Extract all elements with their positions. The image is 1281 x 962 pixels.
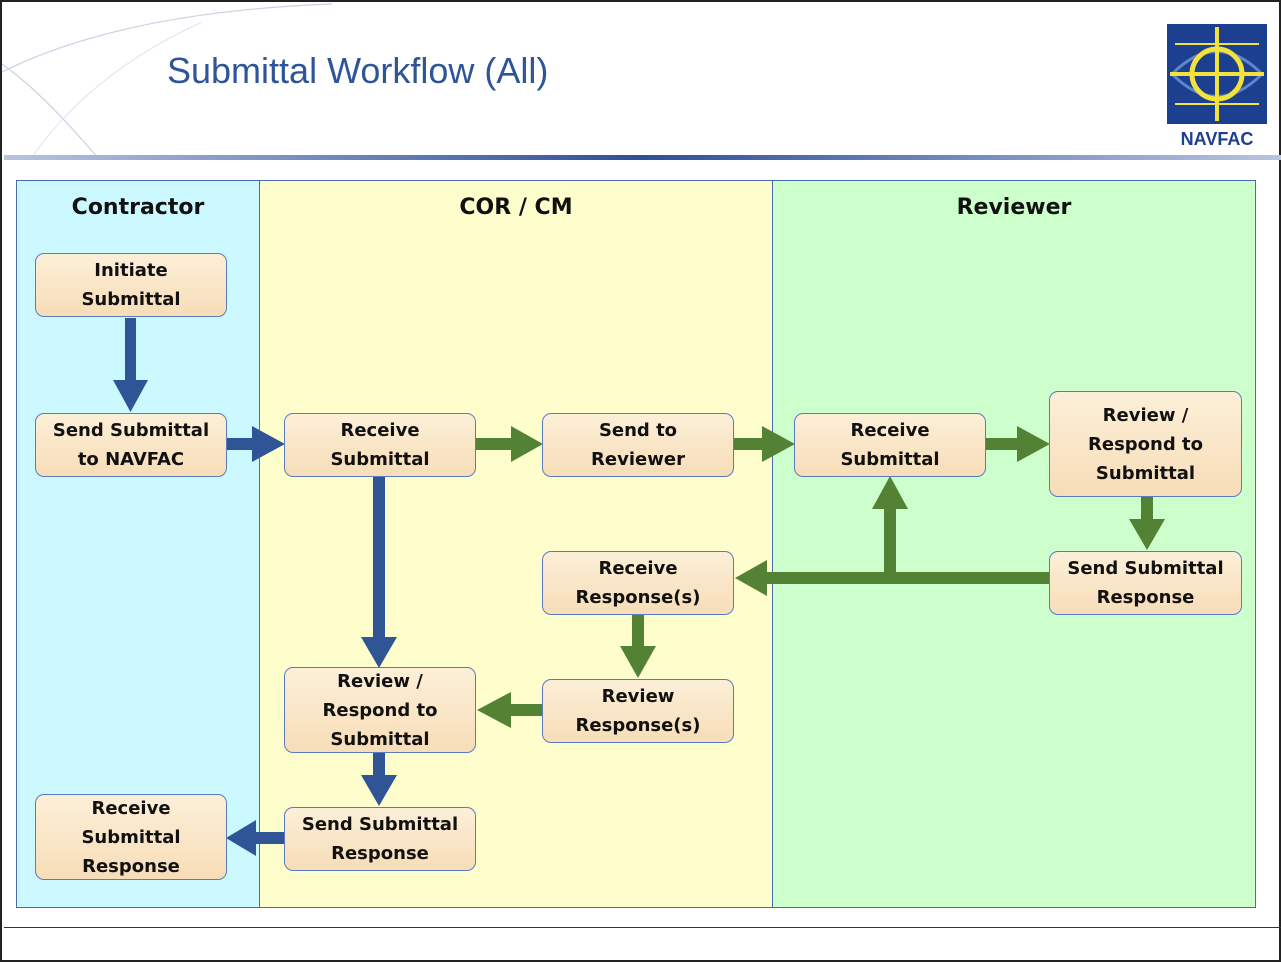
navfac-logo: NAVFAC bbox=[1167, 24, 1267, 150]
title-divider bbox=[4, 155, 1281, 160]
arrow-send-response-to-reviewer-receive bbox=[872, 476, 908, 579]
send-submittal-to-navfac-box: Send Submittal to NAVFAC bbox=[35, 413, 227, 477]
svg-text:NAVFAC: NAVFAC bbox=[1181, 129, 1254, 149]
lane-reviewer: Reviewer bbox=[772, 180, 1256, 908]
arrow-receive-responses-to-review-responses bbox=[620, 613, 656, 678]
cor-review-respond-box: Review / Respond to Submittal bbox=[284, 667, 476, 753]
reviewer-send-submittal-response-box: Send Submittal Response bbox=[1049, 551, 1242, 615]
receive-submittal-response-box: Receive Submittal Response bbox=[35, 794, 227, 880]
arrow-cor-review-to-send-response bbox=[361, 752, 397, 806]
arrow-reviewer-review-to-send-response bbox=[1129, 497, 1165, 550]
reviewer-review-respond-box: Review / Respond to Submittal bbox=[1049, 391, 1242, 497]
title-decoration bbox=[2, 3, 332, 157]
send-to-reviewer-box: Send to Reviewer bbox=[542, 413, 734, 477]
arrow-review-responses-to-cor-review bbox=[477, 692, 543, 728]
lane-title-cor-cm: COR / CM bbox=[459, 195, 573, 220]
lane-cor-cm: COR / CM bbox=[259, 180, 773, 908]
cor-receive-submittal-box: Receive Submittal bbox=[284, 413, 476, 477]
review-responses-box: Review Response(s) bbox=[542, 679, 734, 743]
arrow-cor-receive-to-review bbox=[361, 475, 397, 668]
lane-title-reviewer: Reviewer bbox=[956, 195, 1072, 220]
cor-send-submittal-response-box: Send Submittal Response bbox=[284, 807, 476, 871]
arrow-reviewer-receive-to-review bbox=[986, 426, 1050, 462]
arrow-send-response-to-contractor bbox=[226, 820, 285, 856]
arrow-send-to-cor-receive bbox=[226, 426, 285, 462]
lane-title-contractor: Contractor bbox=[71, 195, 205, 220]
initiate-submittal-box: Initiate Submittal bbox=[35, 253, 227, 317]
arrow-cor-receive-to-send-reviewer bbox=[476, 426, 543, 462]
arrow-send-response-to-receive-responses bbox=[735, 560, 1051, 596]
arrow-initiate-to-send bbox=[113, 318, 148, 412]
reviewer-receive-submittal-box: Receive Submittal bbox=[794, 413, 986, 477]
footer-divider bbox=[4, 927, 1281, 928]
arrow-send-reviewer-to-reviewer-receive bbox=[734, 426, 795, 462]
slide-title: Submittal Workflow (All) bbox=[167, 50, 549, 91]
receive-responses-box: Receive Response(s) bbox=[542, 551, 734, 615]
